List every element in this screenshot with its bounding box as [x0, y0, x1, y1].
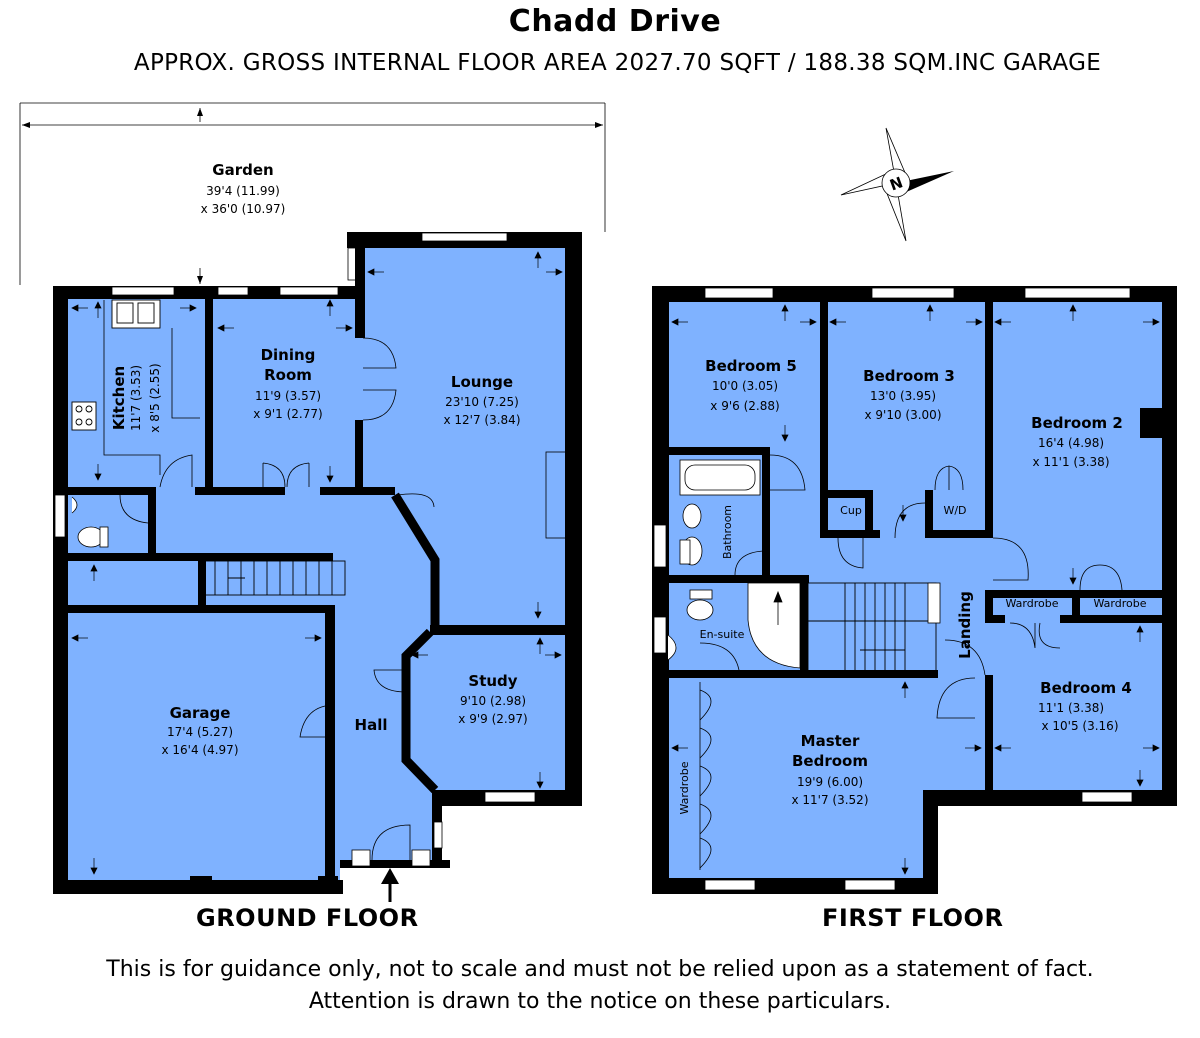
dining-dim-1: 11'9 (3.57)	[255, 389, 321, 403]
garden-area	[19, 102, 606, 285]
wardrobe-label-3: Wardrobe	[678, 761, 691, 814]
bedroom4-dim-1: 11'1 (3.38)	[1038, 701, 1104, 715]
bedroom4-label: Bedroom 4	[1040, 679, 1132, 697]
bedroom4-dim-2: x 10'5 (3.16)	[1041, 719, 1118, 733]
bedroom3-label: Bedroom 3	[863, 367, 955, 385]
page-title: Chadd Drive	[508, 4, 722, 39]
floor-area-subtitle: APPROX. GROSS INTERNAL FLOOR AREA 2027.7…	[133, 50, 1102, 76]
lounge-label: Lounge	[451, 373, 513, 391]
bedroom2-label: Bedroom 2	[1031, 414, 1123, 432]
disclaimer-line-2: Attention is drawn to the notice on thes…	[308, 989, 892, 1014]
ensuite-label: En-suite	[700, 628, 745, 641]
bedroom5-dim-2: x 9'6 (2.88)	[710, 399, 779, 413]
master-label-2: Bedroom	[792, 752, 868, 770]
garden-dim-2: x 36'0 (10.97)	[201, 202, 286, 216]
study-dim-1: 9'10 (2.98)	[460, 694, 526, 708]
wd-label: W/D	[943, 504, 966, 517]
master-dim-1: 19'9 (6.00)	[797, 775, 863, 789]
garage-label: Garage	[170, 704, 231, 722]
lounge-dim-2: x 12'7 (3.84)	[443, 413, 520, 427]
study-label: Study	[468, 672, 517, 690]
room-labels: Garden 39'4 (11.99) x 36'0 (10.97) Kitch…	[110, 161, 1147, 815]
ground-floor-plan	[53, 232, 582, 902]
first-floor-label: FIRST FLOOR	[822, 904, 1004, 932]
master-dim-2: x 11'7 (3.52)	[791, 793, 868, 807]
lounge-dim-1: 23'10 (7.25)	[445, 395, 519, 409]
ground-floor-label: GROUND FLOOR	[196, 904, 419, 932]
first-floor-plan	[652, 286, 1177, 894]
cupboard-label: Cup	[840, 504, 862, 517]
bedroom5-dim-1: 10'0 (3.05)	[712, 379, 778, 393]
garden-label: Garden	[212, 161, 273, 179]
wardrobe-label-1: Wardrobe	[1006, 597, 1059, 610]
kitchen-label: Kitchen	[110, 366, 128, 430]
bathroom-label: Bathroom	[721, 505, 734, 559]
garage-dim-1: 17'4 (5.27)	[167, 725, 233, 739]
compass-north-label: N	[887, 173, 905, 194]
hall-label: Hall	[355, 716, 388, 734]
disclaimer-line-1: This is for guidance only, not to scale …	[106, 957, 1094, 982]
garage-dim-2: x 16'4 (4.97)	[161, 743, 238, 757]
kitchen-dim-1: 11'7 (3.53)	[129, 365, 143, 431]
compass-rose	[840, 127, 954, 242]
dining-label-1: Dining	[261, 346, 316, 364]
bedroom3-dim-1: 13'0 (3.95)	[870, 389, 936, 403]
bedroom3-dim-2: x 9'10 (3.00)	[864, 408, 941, 422]
bedroom2-dim-1: 16'4 (4.98)	[1038, 436, 1104, 450]
wardrobe-label-2: Wardrobe	[1094, 597, 1147, 610]
dining-label-2: Room	[264, 366, 312, 384]
bedroom5-label: Bedroom 5	[705, 357, 797, 375]
garden-dim-1: 39'4 (11.99)	[206, 184, 280, 198]
study-dim-2: x 9'9 (2.97)	[458, 712, 527, 726]
dining-dim-2: x 9'1 (2.77)	[253, 407, 322, 421]
kitchen-dim-2: x 8'5 (2.55)	[148, 363, 162, 432]
landing-label: Landing	[956, 591, 974, 659]
bedroom2-dim-2: x 11'1 (3.38)	[1032, 455, 1109, 469]
master-label-1: Master	[801, 732, 860, 750]
